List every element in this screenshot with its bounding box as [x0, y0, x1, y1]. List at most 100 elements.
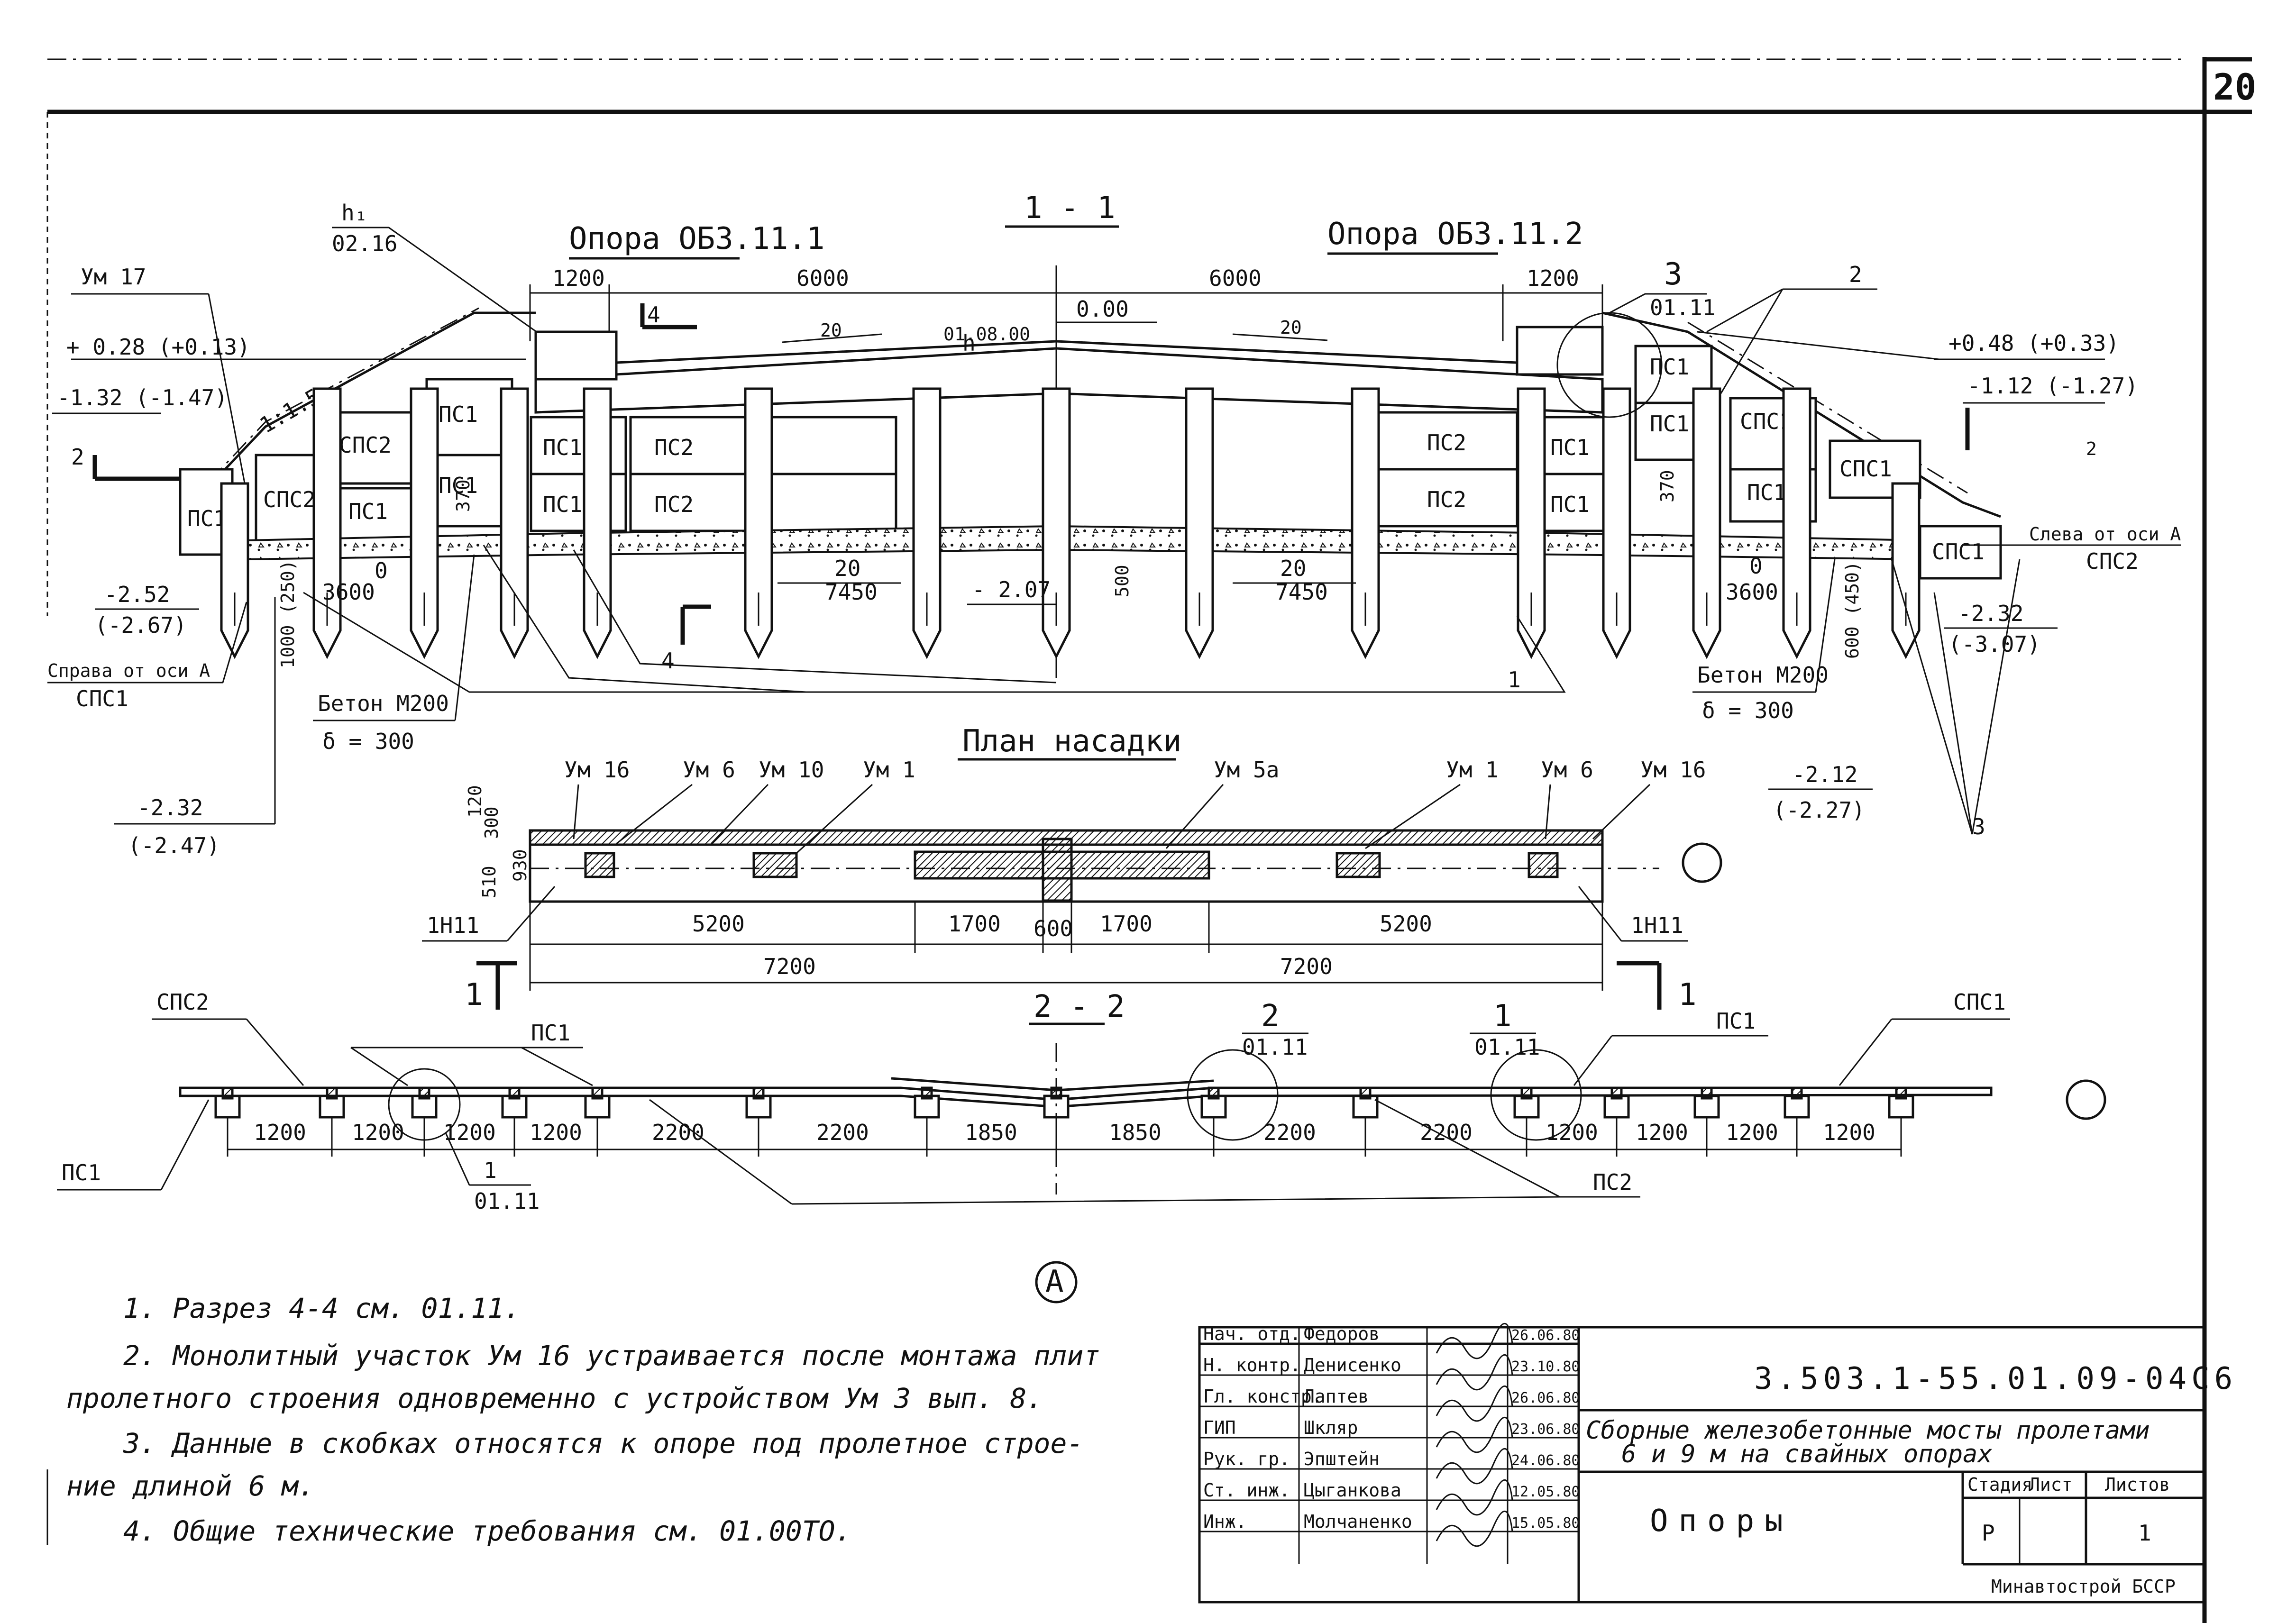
- mark-2-right: 2: [2086, 438, 2097, 459]
- plan-dim-5: 5200: [1380, 911, 1432, 937]
- section-2-2-supports: [214, 1086, 1914, 1157]
- signature: [1436, 1448, 1513, 1485]
- block-l-4: ПС1: [348, 499, 388, 524]
- stamp-date: 26.06.80: [1511, 1390, 1580, 1406]
- ref-3: 3: [1664, 257, 1683, 292]
- sheet-number: 20: [2213, 66, 2257, 108]
- pile: [1351, 387, 1380, 659]
- pocket-1: [584, 852, 615, 878]
- leader-1: 1: [1508, 667, 1521, 693]
- left-of-axis-block: СПС1: [76, 686, 128, 711]
- plan-dim-1: 5200: [692, 911, 745, 937]
- left-of-axis: Справа от оси А: [47, 660, 210, 681]
- pile: [583, 387, 612, 659]
- stamp-date: 23.10.80: [1511, 1359, 1580, 1375]
- plan-um6-r: Ум 6: [1541, 757, 1593, 783]
- block-r-9: ПС2: [1427, 487, 1466, 512]
- block-r-10: СПС1: [1932, 539, 1985, 565]
- plan-end-left: 1Н11: [427, 912, 479, 938]
- note-3-cont: ние длиной 6 м.: [66, 1470, 315, 1502]
- section-2-2-title: 2 - 2: [1034, 989, 1125, 1024]
- pile: [1602, 387, 1631, 659]
- ref-3-sheet: 01.11: [1650, 295, 1715, 320]
- stamp-date: 15.05.80: [1511, 1515, 1580, 1532]
- plan-title: План насадки: [962, 724, 1181, 759]
- support-left-title: Опора ОБ3.11.1: [569, 221, 824, 256]
- plan-um16-l: Ум 16: [564, 757, 630, 783]
- embankment-right: [1602, 311, 2001, 518]
- pile-dim-l-0: 0: [375, 558, 388, 584]
- block-r-4: СПС1: [1839, 456, 1892, 482]
- um17-label: Ум 17: [81, 264, 146, 290]
- concrete-left: Бетон М200: [318, 691, 449, 716]
- stamp-role: ГИП: [1203, 1417, 1236, 1438]
- end-wall-left: [534, 330, 618, 381]
- block-l-8: ПС1: [543, 492, 582, 517]
- block-r-1: ПС1: [1650, 354, 1689, 380]
- right-of-axis-block: СПС2: [2086, 548, 2139, 574]
- note-1: 1. Разрез 4-4 см. 01.11.: [123, 1292, 521, 1324]
- h-ref: 01.08.00: [943, 324, 1030, 345]
- elev-l-3: -2.52: [104, 582, 170, 607]
- block-r-5: ПС1: [1747, 480, 1786, 505]
- s22-ref-2-sheet: 01.11: [1242, 1034, 1308, 1060]
- s22-ref-1b: 1: [484, 1158, 497, 1183]
- plan-cut-left: 1: [465, 977, 483, 1012]
- block-l-1: ПС1: [187, 506, 227, 531]
- axis-circle-2-2: [2066, 1079, 2106, 1120]
- plan-dim-2: 1700: [948, 911, 1001, 937]
- elev-l-5: -2.32: [137, 795, 203, 821]
- support-right-title: Опора ОБ3.11.2: [1327, 217, 1583, 252]
- s22-ps1-a: ПС1: [531, 1020, 570, 1046]
- stamp-name: Денисенко: [1304, 1355, 1401, 1376]
- plan-um5a: Ум 5а: [1214, 757, 1279, 783]
- elev-r-2: -1.12 (-1.27): [1967, 373, 2138, 399]
- pile: [1891, 482, 1921, 659]
- note-4: 4. Общие технические требования см. 01.0…: [123, 1515, 851, 1547]
- pile: [500, 387, 529, 659]
- concrete-left-t: δ = 300: [322, 729, 414, 754]
- s22-dim: 1200: [1726, 1120, 1778, 1145]
- slope-right: 20: [1280, 317, 1302, 338]
- stamp-name: Лаптев: [1304, 1386, 1369, 1407]
- signature: [1436, 1479, 1513, 1516]
- plan-side-300: 300: [481, 806, 502, 839]
- pile: [1692, 387, 1721, 659]
- h1-ref: 02.16: [332, 231, 397, 256]
- plan-side-510: 510: [479, 866, 500, 898]
- sheets-header: Листов: [2105, 1474, 2170, 1495]
- notes: 1. Разрез 4-4 см. 01.11. 2. Монолитный у…: [46, 1292, 1100, 1547]
- plan-dim-4: 1700: [1100, 911, 1153, 937]
- stage-value: Р: [1982, 1520, 1995, 1546]
- plan-side-120: 120: [465, 785, 485, 818]
- pile: [410, 387, 439, 659]
- s22-ref-1b-sheet: 01.11: [474, 1188, 540, 1214]
- ref-2-top: 2: [1849, 262, 1862, 287]
- pile-dim-r-0: 0: [1749, 553, 1763, 579]
- s22-dim: 1200: [254, 1120, 306, 1145]
- sheets-total: 1: [2138, 1520, 2151, 1546]
- s22-dim: 1850: [965, 1120, 1017, 1145]
- block-l-3: СПС2: [339, 432, 392, 458]
- elev-r-5: -2.12: [1792, 762, 1857, 787]
- pile: [1517, 387, 1546, 659]
- plan-end-right: 1Н11: [1631, 912, 1683, 938]
- plan-um16-r: Ум 16: [1640, 757, 1706, 783]
- dim-top-1: 1200: [552, 265, 605, 291]
- drawing-name: Опоры: [1650, 1504, 1793, 1539]
- pile: [220, 482, 249, 659]
- right-of-axis: Слева от оси А: [2029, 524, 2181, 545]
- cut-4-top: 4: [647, 302, 660, 328]
- piles: [220, 387, 1921, 659]
- sheet-frame: 20: [46, 57, 2257, 1623]
- stamp-name: Федоров: [1304, 1323, 1380, 1344]
- plan-total-1: 7200: [763, 954, 816, 979]
- stamp-name: Эпштейн: [1304, 1449, 1380, 1469]
- plan-um6-l: Ум 6: [683, 757, 735, 783]
- elev-r-4: (-3.07): [1948, 631, 2040, 657]
- title-line-1: Сборные железобетонные мосты пролетами: [1586, 1416, 2150, 1445]
- center-dim-3: 20: [1280, 556, 1306, 581]
